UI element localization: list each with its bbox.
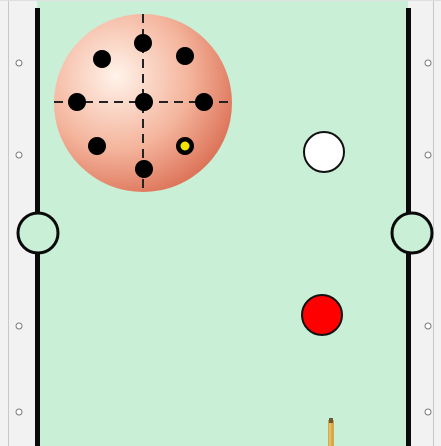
spin-point-selected-marker — [181, 142, 190, 151]
rail-diamond-marker — [425, 323, 431, 329]
top-edge-line — [0, 0, 441, 1]
object-ball-red[interactable] — [302, 295, 342, 335]
rail-diamond-marker — [16, 60, 22, 66]
spin-point-left[interactable] — [68, 93, 86, 111]
left-rail-inner-line — [8, 0, 9, 446]
rail-diamond-marker — [425, 409, 431, 415]
rail-diamond-marker — [16, 152, 22, 158]
spin-point-bottom[interactable] — [135, 160, 153, 178]
right-rail-inner-line — [433, 0, 434, 446]
spin-point-top[interactable] — [134, 34, 152, 52]
rail-diamond-marker — [425, 60, 431, 66]
right-side-pocket — [392, 213, 432, 253]
cue-stick-tip — [329, 418, 333, 423]
left-side-pocket — [18, 213, 58, 253]
cue-stick-shaft[interactable] — [328, 420, 334, 446]
spin-point-center[interactable] — [135, 93, 153, 111]
spin-point-top-right[interactable] — [176, 47, 194, 65]
cue-ball[interactable] — [304, 132, 344, 172]
rail-diamond-marker — [16, 323, 22, 329]
rail-diamond-marker — [16, 409, 22, 415]
cue-stick[interactable] — [328, 418, 334, 446]
spin-point-bottom-left[interactable] — [88, 137, 106, 155]
spin-point-top-left[interactable] — [93, 50, 111, 68]
rail-diamond-marker — [425, 152, 431, 158]
spin-point-right[interactable] — [195, 93, 213, 111]
